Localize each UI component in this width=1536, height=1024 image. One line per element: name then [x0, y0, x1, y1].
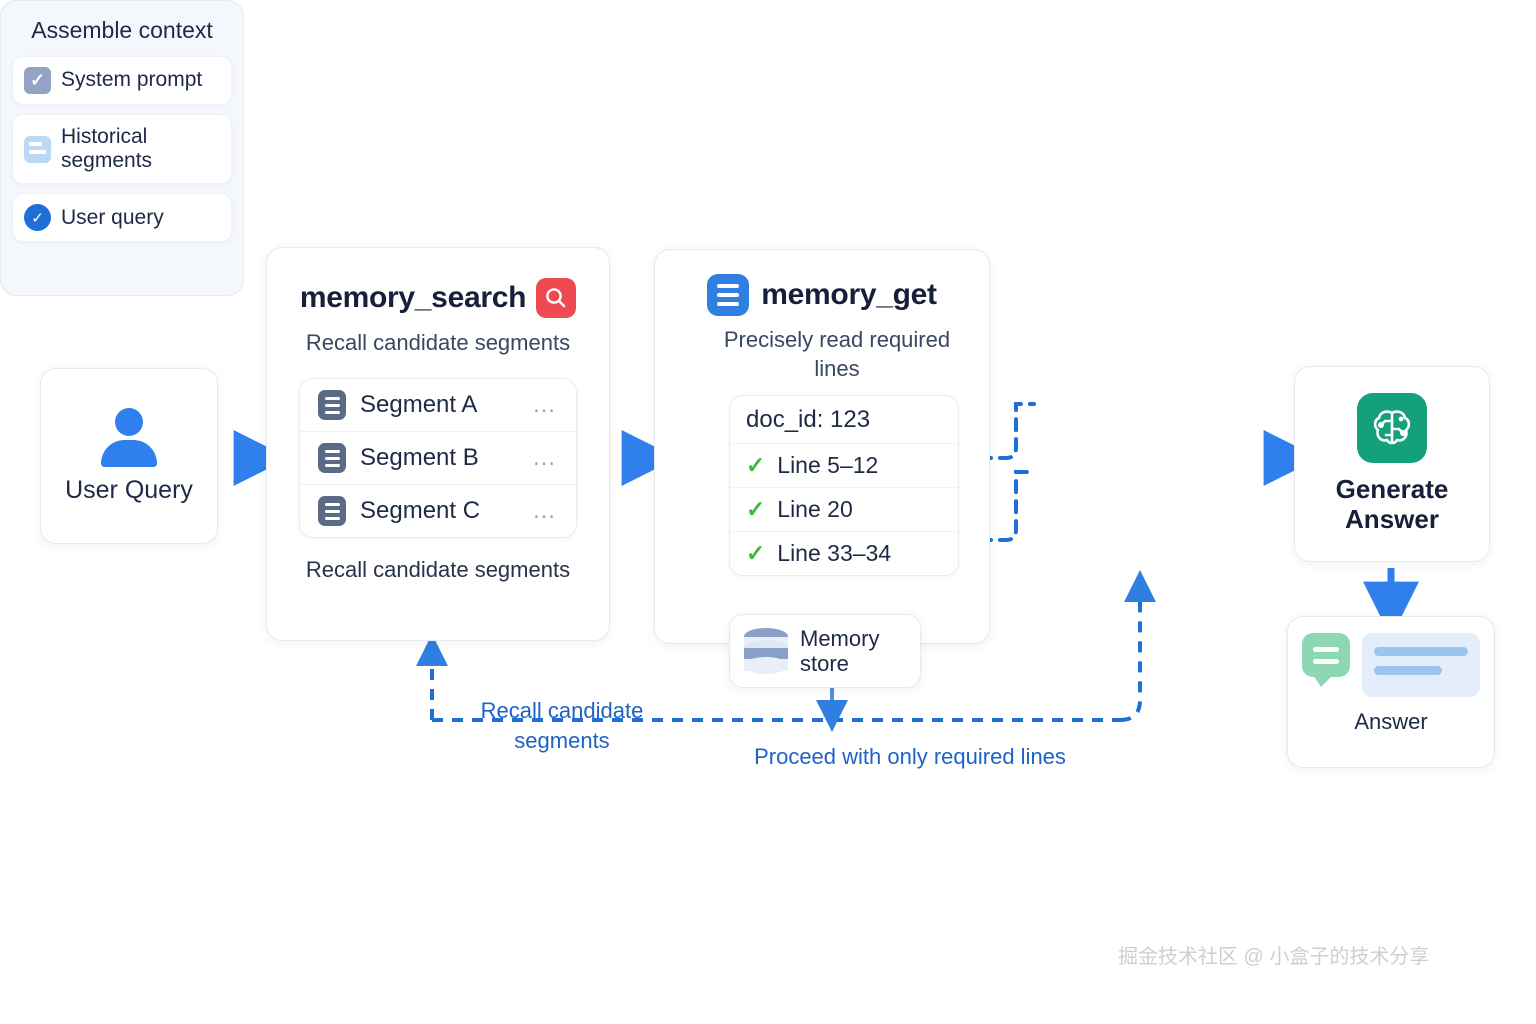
list-item[interactable]: Segment C …: [300, 484, 576, 537]
flow-label-proceed: Proceed with only required lines: [754, 744, 1066, 769]
database-icon: [707, 274, 750, 316]
user-query-dot-icon: ✓: [24, 204, 51, 232]
memory-store-label: Memory store: [800, 626, 879, 677]
list-item[interactable]: ✓ Line 33–34: [730, 531, 958, 575]
doc-id-label: doc_id: 123: [746, 406, 871, 433]
line-label: Line 5–12: [777, 452, 879, 478]
check-icon: ✓: [746, 540, 766, 566]
user-icon: [98, 407, 160, 467]
segment-label: Segment A: [360, 391, 478, 418]
assemble-item-historical-segments[interactable]: Historical segments: [12, 114, 232, 185]
memory-get-title: memory_get: [761, 278, 937, 311]
memory-get-subtitle: Precisely read required lines: [723, 327, 951, 381]
assemble-item-system-prompt[interactable]: ✓ System prompt: [12, 56, 232, 105]
doc-lines-box: doc_id: 123 ✓ Line 5–12 ✓ Line 20 ✓ Line…: [729, 395, 959, 576]
memory-get-header: memory_get: [671, 274, 973, 316]
assemble-item-label: System prompt: [61, 68, 203, 92]
chat-bubble-icon: [1302, 633, 1350, 687]
memory-search-subtitle: Recall candidate segments: [305, 330, 571, 355]
memory-store-label-line1: Memory: [800, 625, 880, 651]
user-query-label: User Query: [65, 475, 193, 504]
answer-text-placeholder: [1362, 633, 1480, 697]
assemble-item-user-query[interactable]: ✓ User query: [12, 193, 232, 243]
answer-preview: [1302, 633, 1480, 697]
flow-label-recall: Recall candidate segments: [480, 698, 644, 753]
document-icon: [318, 496, 346, 526]
answer-label: Answer: [1354, 709, 1428, 734]
list-item[interactable]: ✓ Line 5–12: [730, 443, 958, 487]
segment-label: Segment B: [360, 444, 479, 471]
node-memory-store[interactable]: Memory store: [729, 614, 921, 688]
search-icon: [536, 278, 577, 318]
segment-label: Segment C: [360, 497, 481, 524]
generate-answer-label-line1: Generate: [1335, 474, 1449, 505]
generate-answer-label-line2: Answer: [1345, 504, 1439, 534]
database-cylinder-icon: [744, 628, 788, 674]
document-icon: [318, 390, 346, 420]
memory-search-header: memory_search: [289, 278, 587, 318]
node-user-query[interactable]: User Query: [40, 368, 218, 544]
list-item[interactable]: ✓ Line 20: [730, 487, 958, 531]
memory-store-label-line2: store: [800, 651, 849, 676]
assemble-item-label: Historical segments: [61, 125, 153, 173]
list-item[interactable]: Segment A …: [300, 379, 576, 431]
line-label: Line 33–34: [777, 540, 892, 566]
brain-circuit-icon: [1357, 393, 1427, 464]
generate-answer-label: Generate Answer: [1335, 474, 1449, 535]
memory-search-title: memory_search: [299, 281, 527, 314]
document-icon: [318, 443, 346, 473]
list-item[interactable]: Segment B …: [300, 431, 576, 484]
watermark: 掘金技术社区 @ 小盒子的技术分享: [1118, 946, 1430, 968]
segment-list: Segment A … Segment B … Segment C …: [299, 378, 577, 538]
segment-more: …: [532, 497, 558, 524]
segment-more: …: [532, 444, 558, 471]
node-generate-answer[interactable]: Generate Answer: [1294, 366, 1490, 562]
node-answer[interactable]: Answer: [1287, 616, 1495, 768]
check-icon: ✓: [746, 496, 766, 522]
assemble-item-label: User query: [61, 205, 164, 229]
assemble-title: Assemble context: [31, 17, 213, 43]
line-label: Line 20: [777, 496, 853, 522]
node-memory-get[interactable]: memory_get Precisely read required lines…: [654, 249, 990, 644]
history-save-icon: [24, 135, 51, 163]
segment-more: …: [532, 391, 558, 418]
node-memory-search[interactable]: memory_search Recall candidate segments …: [266, 247, 610, 641]
check-icon: ✓: [746, 452, 766, 478]
node-assemble-context[interactable]: Assemble context ✓ System prompt Histori…: [0, 0, 244, 296]
memory-search-footer: Recall candidate segments: [305, 557, 571, 582]
checkbox-checked-icon: ✓: [24, 67, 51, 94]
